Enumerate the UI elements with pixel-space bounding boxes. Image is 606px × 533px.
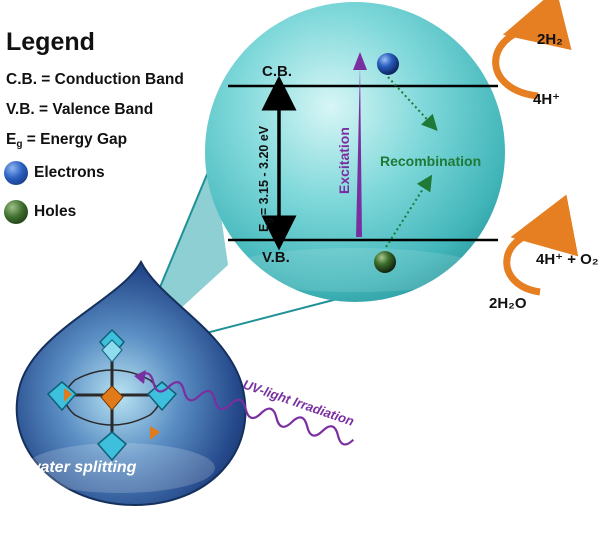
mof-structure-icon xyxy=(46,328,178,462)
electron-legend-icon xyxy=(4,161,28,185)
reaction-bottom-product: 4H⁺ + O₂ xyxy=(536,251,599,268)
legend-holes-label: Holes xyxy=(34,203,77,220)
hole-legend-icon xyxy=(4,200,28,224)
uv-wave-arrowhead xyxy=(134,370,146,384)
gap-subscript: g xyxy=(263,218,273,224)
legend-cb-definition: C.B. = Conduction Band xyxy=(6,71,184,88)
energy-gap-text: Eg = 3.15 - 3.20 eV xyxy=(257,125,273,232)
droplet-label: water splitting xyxy=(28,459,137,476)
droplet-highlight xyxy=(25,443,215,493)
water-droplet xyxy=(15,259,247,507)
recombination-arrow-up xyxy=(385,174,433,248)
legend-electrons-label: Electrons xyxy=(34,164,105,181)
legend-eg-text: = Energy Gap xyxy=(22,131,128,148)
recombination-label: Recombination xyxy=(380,153,481,169)
vb-label: V.B. xyxy=(262,249,290,266)
electron-particle xyxy=(377,53,399,75)
excitation-label: Excitation xyxy=(336,127,352,194)
hole-particle xyxy=(374,251,396,273)
sphere-highlight xyxy=(225,248,485,292)
recombination-arrow-down xyxy=(387,76,438,131)
cb-label: C.B. xyxy=(262,63,292,80)
legend-title: Legend xyxy=(6,28,95,56)
reduction-curve-arrow xyxy=(492,0,572,100)
excitation-arrowhead xyxy=(353,52,367,70)
gap-symbol: E xyxy=(257,224,271,232)
oxidation-curve-arrow xyxy=(503,194,579,296)
reaction-top-reactant: 4H⁺ xyxy=(533,91,560,108)
uv-light-label: UV-light Irradiation xyxy=(241,377,356,429)
legend-eg-symbol: E xyxy=(6,131,17,148)
legend-eg-definition: Eg = Energy Gap xyxy=(6,131,127,150)
reaction-top-product: 2H₂ xyxy=(537,31,563,48)
excitation-arrow xyxy=(356,66,362,237)
legend-eg-subscript: g xyxy=(16,139,23,150)
uv-light-wave xyxy=(137,372,355,446)
reaction-bottom-reactant: 2H₂O xyxy=(489,295,527,312)
gap-value: = 3.15 - 3.20 eV xyxy=(257,125,271,215)
legend-vb-definition: V.B. = Valence Band xyxy=(6,101,154,118)
